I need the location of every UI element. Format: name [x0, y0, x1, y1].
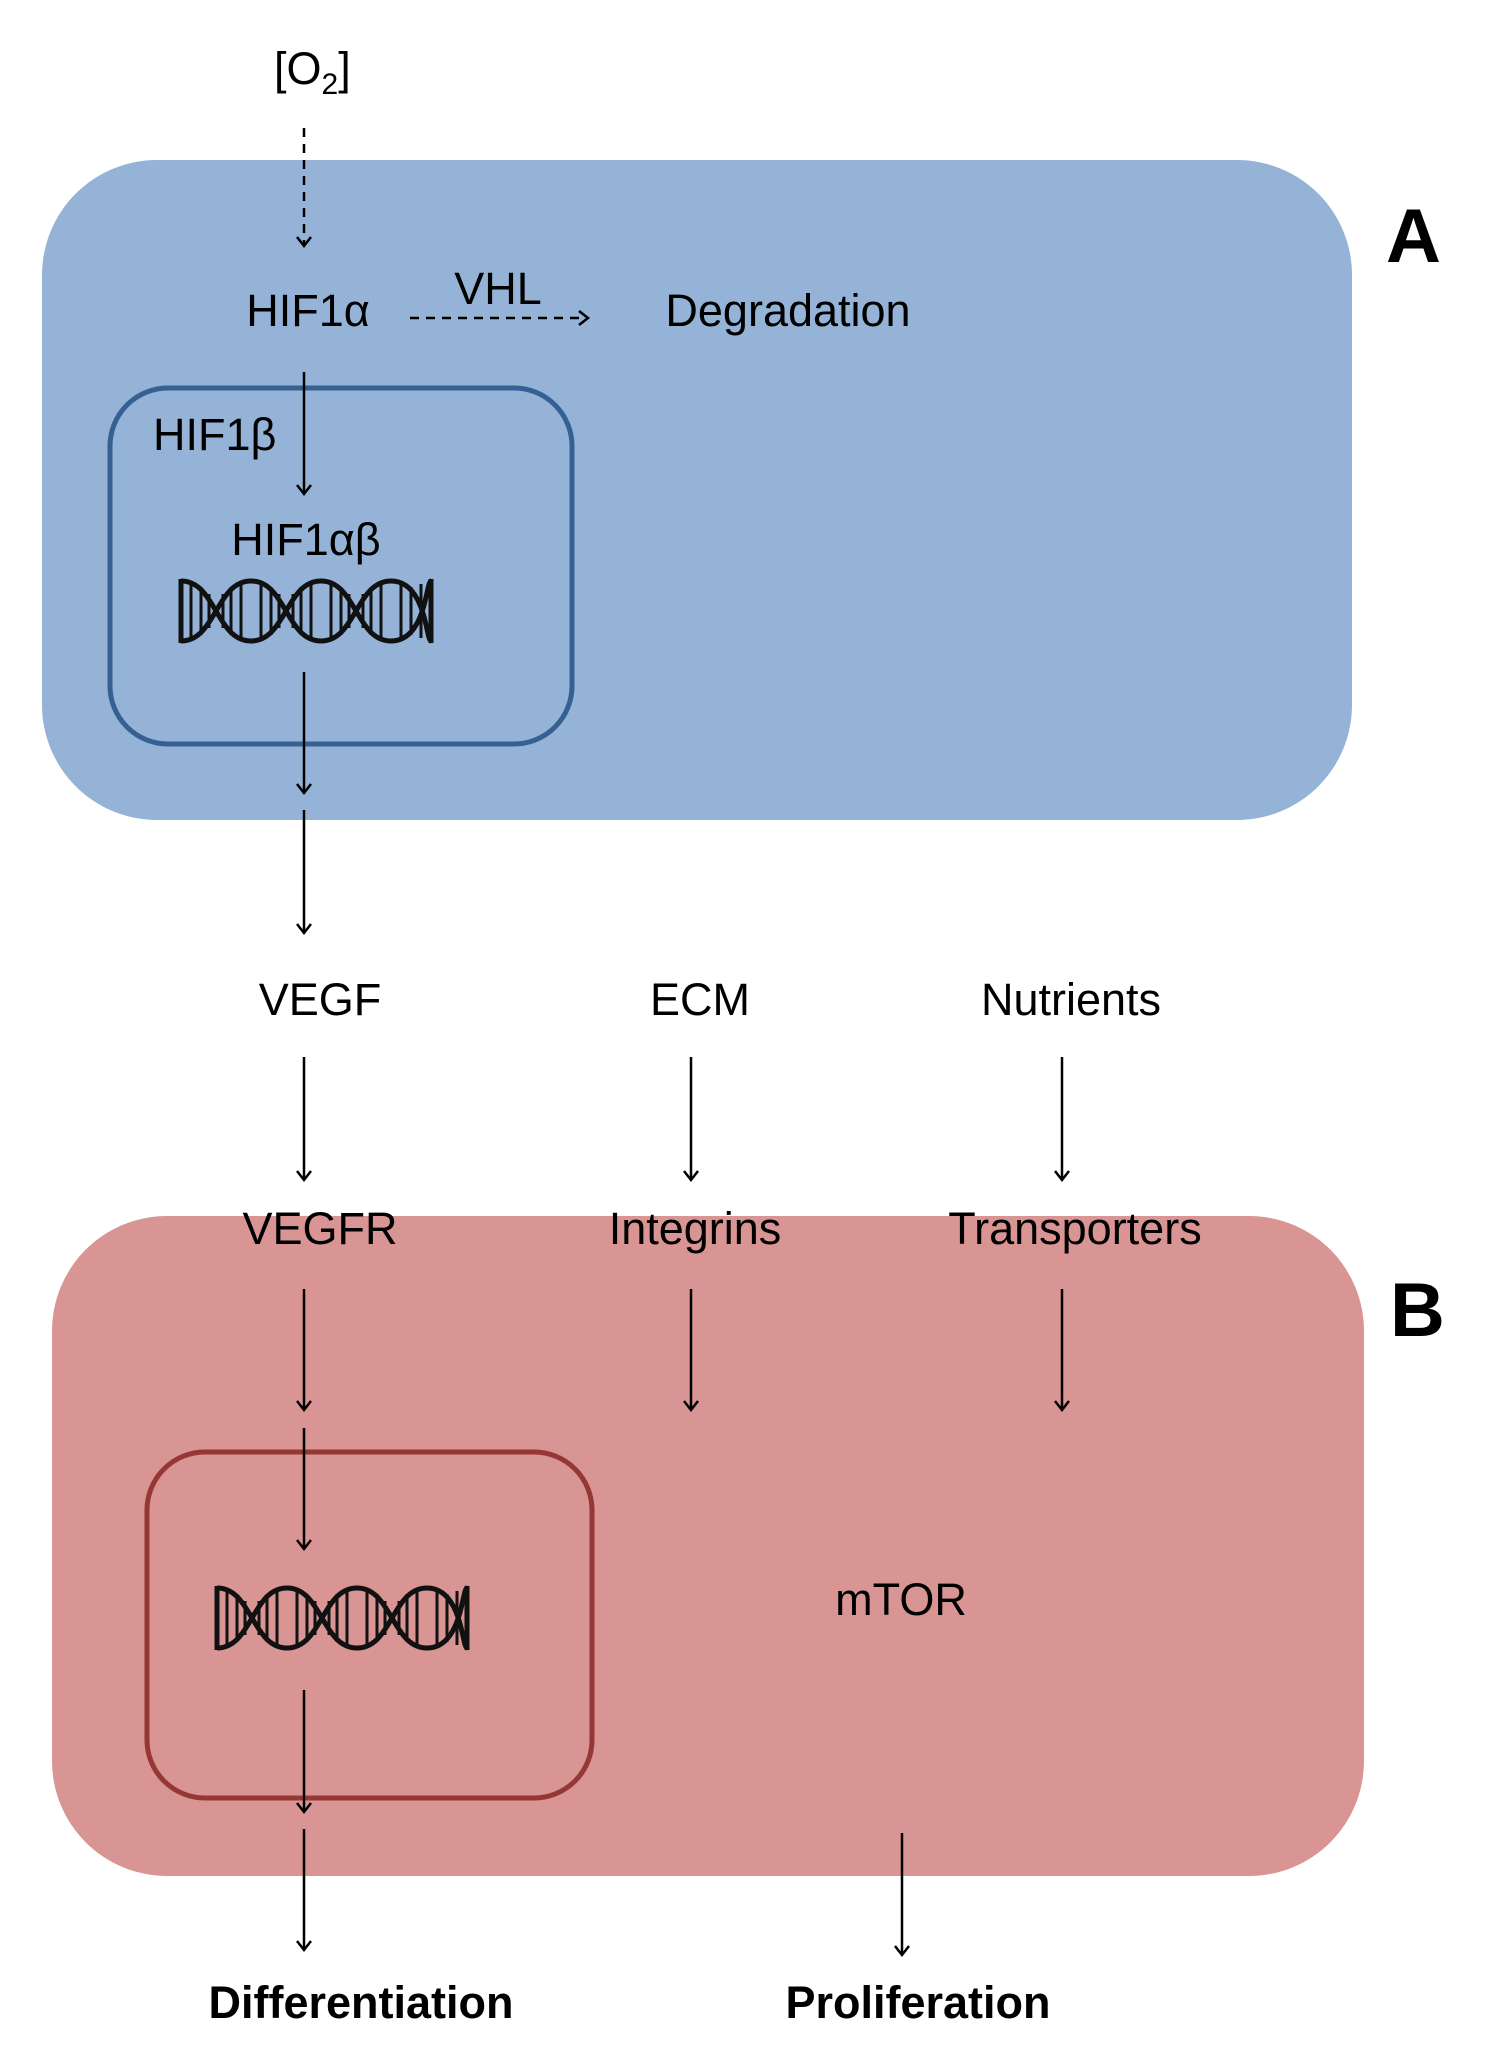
vegf-label: VEGF — [259, 974, 382, 1025]
degradation-label: Degradation — [665, 285, 910, 336]
oxygen-label: [O2] — [274, 43, 351, 101]
hif1a-label: HIF1α — [246, 285, 370, 336]
panel-a-nucleus — [107, 385, 575, 747]
ecm-label: ECM — [650, 974, 750, 1025]
panel-a-cell — [42, 160, 1352, 820]
vegfr-label: VEGFR — [242, 1203, 397, 1254]
oxygen-subscript: 2 — [322, 68, 339, 101]
transporters-label: Transporters — [948, 1203, 1201, 1254]
differentiation-label: Differentiation — [208, 1977, 513, 2028]
mtor-label: mTOR — [835, 1574, 967, 1625]
integrins-label: Integrins — [609, 1203, 782, 1254]
panel-b-cell — [52, 1216, 1364, 1876]
panel-b-nucleus — [144, 1449, 595, 1801]
panel-b-letter: B — [1390, 1268, 1445, 1353]
panel-a-letter: A — [1386, 194, 1441, 279]
nutrients-label: Nutrients — [981, 974, 1161, 1025]
proliferation-label: Proliferation — [785, 1977, 1050, 2028]
hif1b-label: HIF1β — [153, 409, 276, 460]
vhl-label: VHL — [454, 263, 542, 314]
hif1ab-label: HIF1αβ — [231, 514, 380, 565]
